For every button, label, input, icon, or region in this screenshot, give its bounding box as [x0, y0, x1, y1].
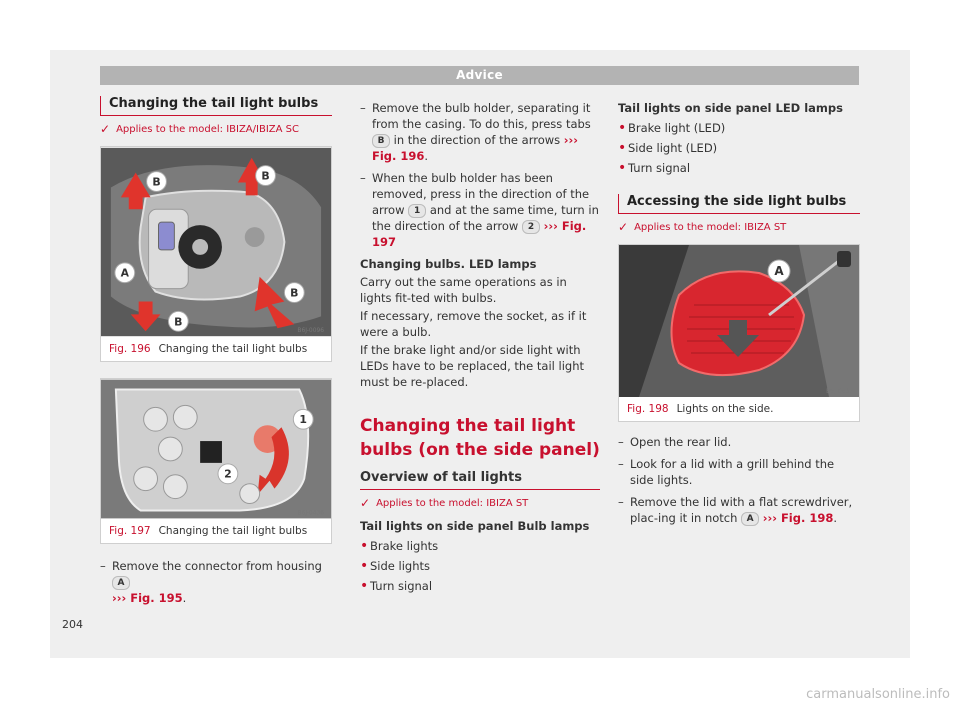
- badge-a: A: [741, 511, 760, 526]
- figure-label: Fig. 197: [109, 525, 151, 537]
- column-3: Tail lights on side panel LED lamps Brak…: [618, 96, 860, 532]
- callout-a: A: [121, 267, 130, 280]
- figure-197: 1 2 B6J-0436 Fig. 197 Changing the tail l…: [100, 378, 332, 544]
- section-title: Changing the tail light bulbs: [100, 96, 332, 116]
- led-paragraph: If the brake light and/or side light wit…: [360, 343, 584, 389]
- applies-text: Applies to the model: IBIZA/IBIZA SC: [116, 123, 299, 135]
- callout-2: 2: [224, 468, 232, 481]
- step-remove-bulb-holder: Remove the bulb holder, separating it fr…: [360, 100, 600, 164]
- overview-title: Overview of tail lights: [360, 470, 600, 490]
- figure-198: A B6J-0437 Fig. 198 Lights on the side.: [618, 244, 860, 422]
- figure-link[interactable]: ››› Fig. 196: [372, 133, 579, 163]
- chapter-title: Changing the tail light bulbs (on the si…: [360, 416, 600, 460]
- check-icon: ✓: [618, 220, 629, 234]
- tail-light-bulbs-image: B B A B B B6J-0096: [101, 147, 331, 337]
- led-paragraph: If necessary, remove the socket, as if i…: [360, 309, 587, 339]
- badge-a: A: [112, 575, 130, 590]
- led-paragraph: Carry out the same operations as in ligh…: [360, 275, 567, 305]
- callout-b1: B: [152, 175, 160, 188]
- figure-code: B6J-0436: [297, 509, 324, 516]
- figure-link[interactable]: ››› Fig. 197: [372, 219, 587, 249]
- led-list-title: Tail lights on side panel LED lamps: [618, 101, 843, 115]
- figure-caption: Fig. 198 Lights on the side.: [619, 397, 859, 421]
- applies-text: Applies to the model: IBIZA ST: [634, 221, 787, 233]
- caption-text: Changing the tail light bulbs: [158, 525, 308, 537]
- list-item: Side lights: [360, 556, 600, 576]
- applies-text: Applies to the model: IBIZA ST: [376, 497, 529, 509]
- figure-label: Fig. 196: [109, 343, 151, 355]
- callout-b4: B: [174, 315, 182, 328]
- step-remove-lid: Remove the lid with a flat screwdriver, …: [618, 494, 860, 526]
- callout-a: A: [774, 264, 784, 278]
- figure-label: Fig. 198: [627, 403, 669, 415]
- list-item: Turn signal: [360, 576, 600, 596]
- list-item: Brake lights: [360, 536, 600, 556]
- bulb-list-title: Tail lights on side panel Bulb lamps: [360, 519, 590, 533]
- tail-light-bulbs-image-2: 1 2 B6J-0436: [101, 379, 331, 519]
- watermark: carmanualsonline.info: [806, 687, 950, 702]
- step-remove-connector: Remove the connector from housing A ››› …: [100, 558, 332, 606]
- figure-link[interactable]: ››› Fig. 195: [112, 591, 183, 605]
- side-lights-image: A B6J-0437: [619, 245, 859, 397]
- list-item: Brake light (LED): [618, 118, 860, 138]
- list-item: Side light (LED): [618, 138, 860, 158]
- step-look-lid: Look for a lid with a grill behind the s…: [618, 456, 860, 488]
- section-title: Accessing the side light bulbs: [618, 194, 860, 214]
- figure-caption: Fig. 197 Changing the tail light bulbs: [101, 519, 331, 543]
- list-item: Turn signal: [618, 158, 860, 178]
- led-title: Changing bulbs. LED lamps: [360, 257, 537, 271]
- step-press-turn: When the bulb holder has been removed, p…: [360, 170, 600, 250]
- figure-196: B B A B B B6J-0096 Fig. 196 Changing the …: [100, 146, 332, 362]
- figure-caption: Fig. 196 Changing the tail light bulbs: [101, 337, 331, 361]
- badge-2: 2: [522, 219, 540, 234]
- figure-code: B6J-0096: [297, 327, 324, 334]
- callout-b2: B: [261, 170, 269, 183]
- badge-1: 1: [408, 203, 427, 218]
- check-icon: ✓: [360, 496, 371, 510]
- page-header: Advice: [100, 66, 859, 85]
- badge-b: B: [372, 133, 390, 148]
- callout-1: 1: [299, 413, 307, 426]
- figure-link[interactable]: ››› Fig. 198: [762, 511, 834, 525]
- column-1: Changing the tail light bulbs ✓ Applies …: [100, 96, 332, 612]
- applies-note: ✓ Applies to the model: IBIZA ST: [360, 496, 600, 510]
- callout-b3: B: [290, 287, 298, 300]
- page-number: 204: [62, 618, 83, 631]
- applies-note: ✓ Applies to the model: IBIZA/IBIZA SC: [100, 122, 332, 136]
- caption-text: Changing the tail light bulbs: [158, 343, 308, 355]
- column-2: Remove the bulb holder, separating it fr…: [360, 96, 600, 596]
- figure-code: B6J-0437: [826, 388, 853, 395]
- caption-text: Lights on the side.: [676, 403, 774, 415]
- applies-note: ✓ Applies to the model: IBIZA ST: [618, 220, 860, 234]
- check-icon: ✓: [100, 122, 111, 136]
- step-open-lid: Open the rear lid.: [618, 434, 860, 450]
